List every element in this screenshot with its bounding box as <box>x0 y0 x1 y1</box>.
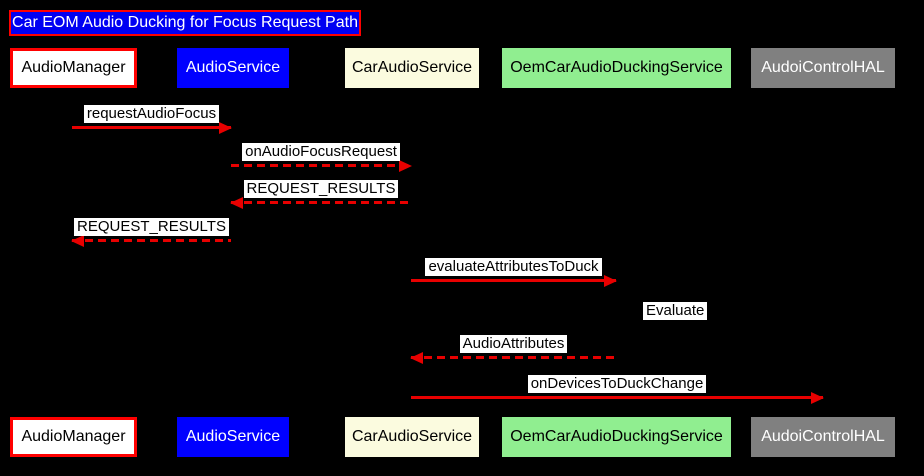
participant-audioservice-bottom: AudioService <box>177 417 289 457</box>
arrow-line <box>71 234 231 247</box>
message-onaudiofocusrequest: onAudioFocusRequest <box>231 143 412 172</box>
participant-label: OemCarAudioDuckingService <box>510 59 723 76</box>
arrowhead-right-icon <box>604 274 617 287</box>
participant-label: CarAudioService <box>351 428 473 445</box>
message-label: onAudioFocusRequest <box>242 143 400 161</box>
participant-audioservice-top: AudioService <box>177 48 289 88</box>
message-requestresults-2: REQUEST_RESULTS <box>71 218 231 247</box>
arrowhead-right-icon <box>399 159 412 172</box>
diagram-title: Car EOM Audio Ducking for Focus Request … <box>9 10 361 36</box>
participant-oemcaraudioduckingservice-top: OemCarAudioDuckingService <box>502 48 731 88</box>
message-requestaudiofocus: requestAudioFocus <box>72 105 232 134</box>
message-evaluate-self: Evaluate <box>643 302 708 320</box>
arrowhead-left-icon <box>230 196 243 209</box>
message-evaluateattributestoduck: evaluateAttributesToDuck <box>411 258 617 287</box>
arrow-line <box>410 351 616 364</box>
message-label: Evaluate <box>643 302 708 320</box>
message-label: onDevicesToDuckChange <box>527 375 707 393</box>
message-audioattributes: AudioAttributes <box>410 335 616 364</box>
arrowhead-right-icon <box>811 391 824 404</box>
participant-caraudioservice-top: CarAudioService <box>345 48 479 88</box>
message-label: REQUEST_RESULTS <box>243 180 399 198</box>
participant-oemcaraudioduckingservice-bottom: OemCarAudioDuckingService <box>502 417 731 457</box>
participant-audiomanager-bottom: AudioManager <box>10 417 137 457</box>
arrow-line <box>230 196 411 209</box>
arrow-line <box>72 121 232 134</box>
message-label: requestAudioFocus <box>83 105 220 123</box>
message-label: REQUEST_RESULTS <box>74 218 229 236</box>
participant-label: AudioService <box>185 428 281 445</box>
message-requestresults-1: REQUEST_RESULTS <box>230 180 411 209</box>
participant-audiomanager-top: AudioManager <box>10 48 137 88</box>
participant-label: AudioManager <box>21 59 126 76</box>
arrow-line <box>411 274 617 287</box>
participant-label: AudoiControlHAL <box>761 428 885 445</box>
message-label: evaluateAttributesToDuck <box>425 258 602 276</box>
participant-caraudioservice-bottom: CarAudioService <box>345 417 479 457</box>
message-label: AudioAttributes <box>459 335 568 353</box>
participant-label: AudioService <box>185 59 281 76</box>
participant-audoicontrolhal-bottom: AudoiControlHAL <box>751 417 895 457</box>
arrowhead-left-icon <box>71 234 84 247</box>
participant-label: OemCarAudioDuckingService <box>510 428 723 445</box>
arrow-line <box>231 159 412 172</box>
participant-label: CarAudioService <box>351 59 473 76</box>
message-ondevicestoduckchange: onDevicesToDuckChange <box>411 375 824 404</box>
participant-label: AudoiControlHAL <box>761 59 885 76</box>
arrowhead-left-icon <box>410 351 423 364</box>
arrowhead-right-icon <box>219 121 232 134</box>
arrow-line <box>411 391 824 404</box>
participant-audoicontrolhal-top: AudoiControlHAL <box>751 48 895 88</box>
participant-label: AudioManager <box>21 428 126 445</box>
